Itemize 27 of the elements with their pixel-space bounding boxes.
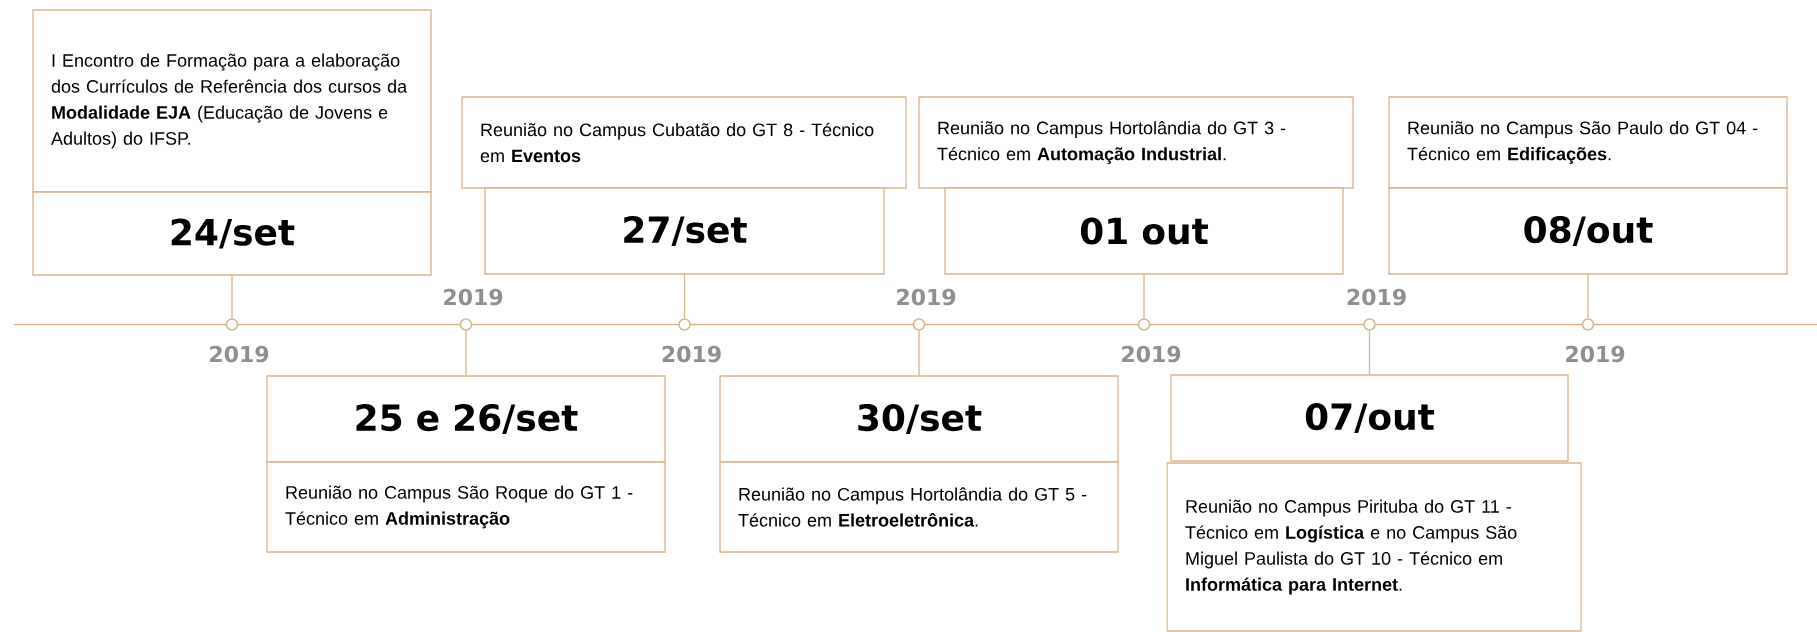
date-box: 07/out — [1170, 374, 1569, 462]
connector-line — [1143, 274, 1145, 319]
description-box: Reunião no Campus Hortolândia do GT 5 - Técnico em Eletroeletrônica. — [719, 461, 1119, 553]
date-box: 08/out — [1388, 187, 1788, 275]
year-label: 2019 — [1122, 345, 1181, 363]
year-label: 2019 — [444, 288, 503, 306]
date-box: 01 out — [944, 187, 1344, 275]
year-label: 2019 — [662, 345, 721, 363]
connector-line — [683, 274, 686, 319]
date-box: 24/set — [32, 191, 432, 276]
description-box: Reunião no Campus São Paulo do GT 04 - Técnico em Edificações. — [1388, 96, 1788, 189]
year-label: 2019 — [210, 345, 269, 363]
connector-line — [1587, 274, 1589, 319]
connector-line — [918, 330, 920, 376]
year-label: 2019 — [1566, 345, 1625, 363]
description-box: Reunião no Campus Pirituba do GT 11 - Técnico em Logística e no Campus São Miguel Paulista do GT 10 - Técnico em Informática para Internet. — [1166, 462, 1582, 632]
date-box: 27/set — [484, 187, 885, 275]
year-label: 2019 — [897, 288, 956, 306]
description-box: Reunião no Campus Cubatão do GT 8 - Técnico em Eventos — [461, 96, 907, 189]
connector-line — [1368, 330, 1371, 375]
date-box: 30/set — [719, 375, 1119, 463]
connector-line — [231, 275, 233, 319]
connector-line — [465, 330, 467, 376]
date-box: 25 e 26/set — [266, 375, 666, 463]
description-box: Reunião no Campus Hortolândia do GT 3 - Técnico em Automação Industrial. — [918, 96, 1354, 189]
year-label: 2019 — [1347, 288, 1406, 306]
description-box: Reunião no Campus São Roque do GT 1 - Técnico em Administração — [266, 461, 666, 553]
